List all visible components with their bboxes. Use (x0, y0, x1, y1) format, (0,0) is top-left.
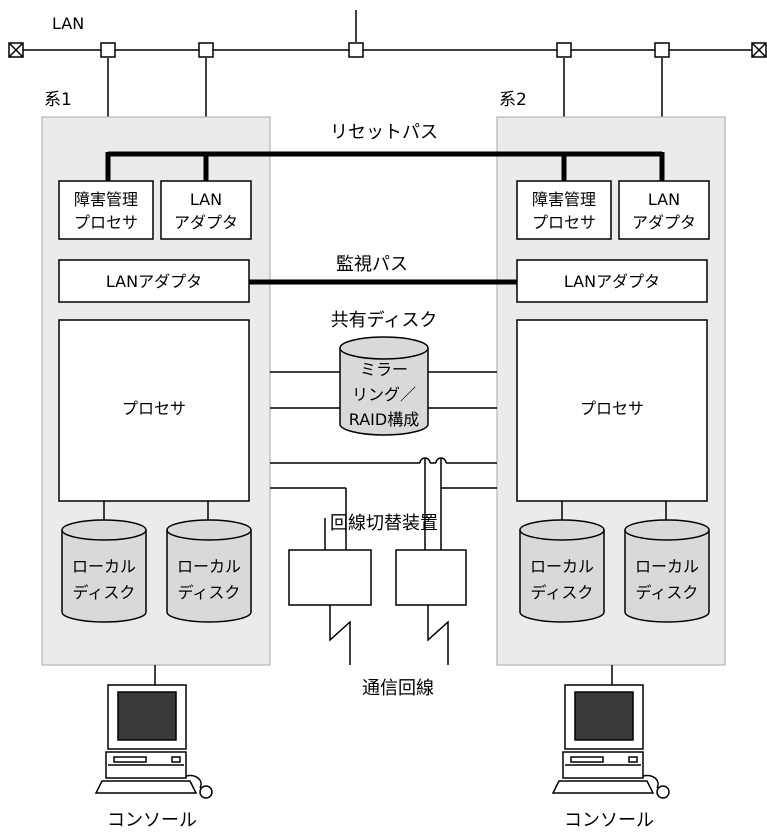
system-2-lan-adapter-small: LAN アダプタ (618, 180, 710, 240)
system-1-fault-processor: 障害管理 プロセサ (58, 180, 154, 240)
system-1-processor: プロセサ (58, 319, 250, 502)
shared-disk-line-2: リング／ (352, 385, 416, 404)
svg-text:LAN: LAN (190, 190, 222, 209)
shared-disk-line-3: RAID構成 (349, 410, 419, 429)
svg-text:アダプタ: アダプタ (632, 213, 696, 232)
line-switch-device-1 (288, 549, 372, 606)
system-1-lan-adapter: LANアダプタ (58, 259, 250, 303)
lan-terminator-right (751, 42, 767, 58)
reset-path (105, 151, 665, 181)
svg-text:プロセサ: プロセサ (74, 213, 138, 232)
shared-disk-wiring (270, 371, 497, 409)
comm-line-label: 通信回線 (362, 678, 434, 699)
svg-text:障害管理: 障害管理 (532, 190, 596, 209)
svg-text:LANアダプタ: LANアダプタ (564, 272, 660, 291)
system-2-local-disk-1-line-1: ローカル (530, 557, 594, 576)
monitor-path-label: 監視パス (336, 254, 408, 275)
svg-text:プロセサ: プロセサ (122, 399, 186, 418)
svg-text:LAN: LAN (648, 190, 680, 209)
shared-disk-line-1: ミラー (360, 360, 408, 379)
system-1-console-icon (94, 684, 213, 799)
system-1-local-disk-1-line-1: ローカル (72, 557, 136, 576)
lan-terminator-left (8, 42, 24, 58)
switch-wiring (270, 457, 497, 550)
system-2-label: 系2 (499, 90, 527, 110)
svg-text:プロセサ: プロセサ (580, 399, 644, 418)
shared-disk (339, 336, 429, 436)
lan-label: LAN (52, 14, 84, 33)
system-1-label: 系1 (44, 90, 72, 110)
system-2-local-disk-2-line-2: ディスク (636, 583, 699, 602)
system-2-lan-adapter: LANアダプタ (516, 259, 708, 303)
system-2-processor: プロセサ (516, 319, 708, 502)
system-1-console-label: コンソール (107, 810, 197, 831)
comm-line-1 (329, 605, 351, 665)
reset-path-label: リセットパス (330, 122, 438, 143)
svg-text:LANアダプタ: LANアダプタ (106, 272, 202, 291)
lan-network (23, 10, 752, 117)
system-1-lan-adapter-small: LAN アダプタ (160, 180, 252, 240)
system-2-fault-processor: 障害管理 プロセサ (516, 180, 612, 240)
system-2-console-label: コンソール (564, 810, 654, 831)
system-1-local-disk-2-line-2: ディスク (178, 583, 241, 602)
system-1-local-disk-1-line-2: ディスク (73, 583, 136, 602)
line-switch-device-2 (395, 549, 467, 606)
system-1-local-disk-2-line-1: ローカル (177, 557, 241, 576)
system-2-console-icon (551, 684, 670, 799)
lan-connectors (100, 42, 670, 58)
system-2-local-disks (519, 501, 710, 623)
svg-text:プロセサ: プロセサ (532, 213, 596, 232)
shared-disk-title: 共有ディスク (331, 310, 438, 331)
system-1-local-disks (61, 501, 252, 623)
system-2-local-disk-2-line-1: ローカル (635, 557, 699, 576)
svg-text:障害管理: 障害管理 (74, 190, 138, 209)
svg-text:アダプタ: アダプタ (174, 213, 238, 232)
line-switch-label: 回線切替装置 (330, 513, 438, 534)
system-2-local-disk-1-line-2: ディスク (531, 583, 594, 602)
comm-line-2 (427, 605, 449, 665)
